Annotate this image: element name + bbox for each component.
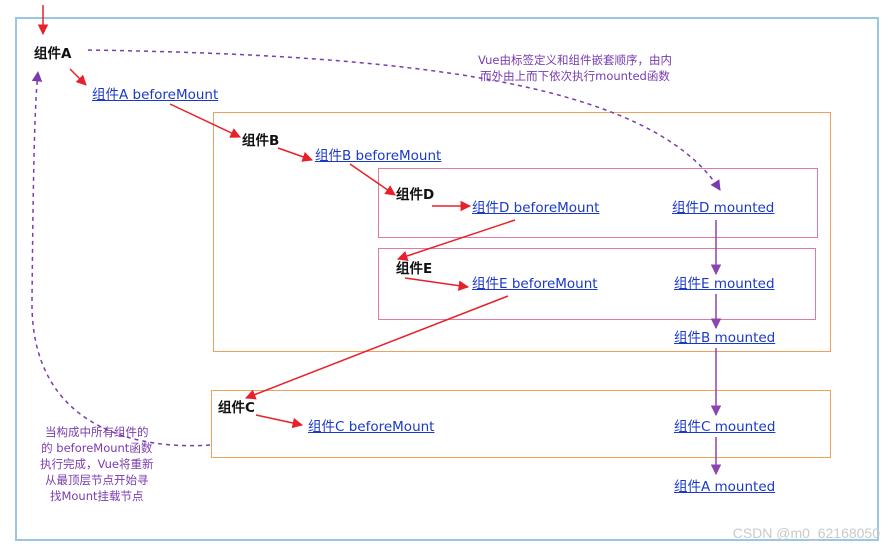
- remount-note-line: 执行完成，Vue将重新: [40, 457, 154, 471]
- component-b-label: 组件B: [242, 133, 280, 149]
- component-c-mounted-link[interactable]: 组件C mounted: [674, 419, 776, 435]
- arrow-e-to-e-beforemount: [404, 277, 470, 291]
- component-b-beforemount-link[interactable]: 组件B beforeMount: [315, 148, 442, 164]
- mounted-order-note-line: Vue由标签定义和组件嵌套顺序，由内: [478, 53, 672, 67]
- component-d-label: 组件D: [396, 187, 435, 203]
- component-e-label: 组件E: [396, 261, 433, 277]
- component-e-mounted-link[interactable]: 组件E mounted: [674, 276, 775, 292]
- arrow-d-beforemount-to-e: [397, 219, 516, 261]
- component-c-beforemount-link[interactable]: 组件C beforeMount: [308, 419, 435, 435]
- component-b-box: [213, 112, 831, 352]
- remount-note-line: 的 beforeMount函数: [41, 441, 153, 455]
- component-e-box: [378, 248, 816, 320]
- dashed-arrow-a-to-d-mounted: [87, 49, 721, 191]
- arrow-b-beforemount-to-d: [349, 163, 396, 196]
- arrow-a-to-a-beforemount: [69, 68, 87, 86]
- remount-note-line: 找Mount挂载节点: [49, 489, 144, 503]
- remount-note-line: 当构成中所有组件的: [44, 425, 149, 439]
- remount-note: 当构成中所有组件的 的 beforeMount函数 执行完成，Vue将重新 从最…: [40, 424, 153, 504]
- diagram-frame: [15, 17, 879, 541]
- component-d-box: [378, 168, 818, 238]
- mounted-order-note-line: 而外由上而下依次执行mounted函数: [480, 69, 670, 83]
- dashed-arrow-back-to-a: [31, 70, 211, 447]
- arrow-e-beforemount-to-c: [245, 295, 509, 400]
- component-d-beforemount-link[interactable]: 组件D beforeMount: [472, 200, 600, 216]
- arrow-a-beforemount-to-b: [169, 103, 241, 138]
- component-a-beforemount-link[interactable]: 组件A beforeMount: [92, 87, 219, 103]
- component-e-beforemount-link[interactable]: 组件E beforeMount: [472, 276, 598, 292]
- component-c-label: 组件C: [218, 400, 255, 416]
- component-a-mounted-link[interactable]: 组件A mounted: [674, 479, 776, 495]
- component-d-mounted-link[interactable]: 组件D mounted: [672, 200, 775, 216]
- remount-note-line: 从最顶层节点开始寻: [44, 473, 149, 487]
- component-c-box: [211, 390, 831, 458]
- arrow-b-to-b-beforemount: [277, 147, 313, 162]
- arrow-c-to-c-beforemount: [255, 414, 304, 429]
- watermark: CSDN @m0_62168050: [732, 525, 880, 541]
- component-b-mounted-link[interactable]: 组件B mounted: [674, 330, 776, 346]
- component-a-label: 组件A: [34, 46, 72, 62]
- mounted-order-note: Vue由标签定义和组件嵌套顺序，由内 而外由上而下依次执行mounted函数: [478, 52, 672, 84]
